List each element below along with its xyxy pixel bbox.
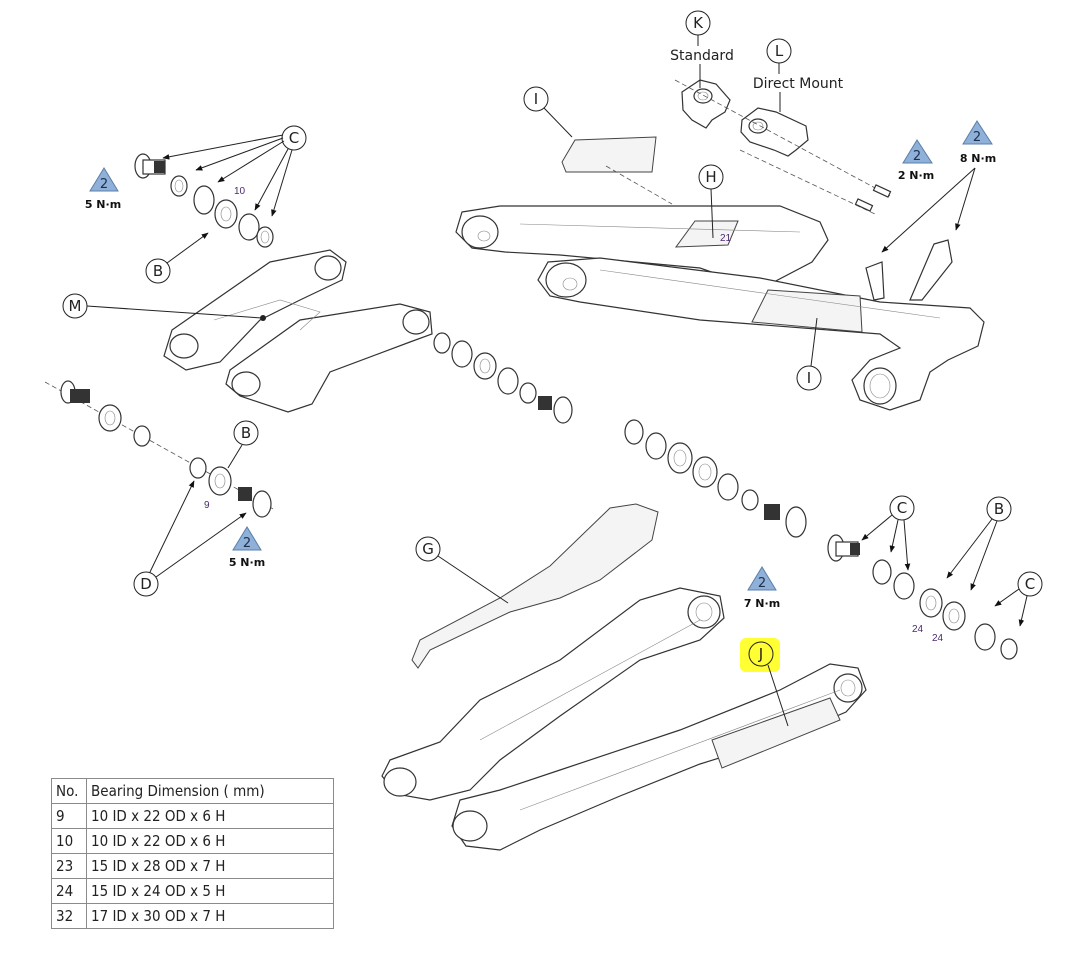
table-row: 9 10 ID x 22 OD x 6 H bbox=[51, 803, 334, 829]
part-number-9: 9 bbox=[204, 500, 210, 511]
svg-text:8 N·m: 8 N·m bbox=[960, 152, 996, 165]
callout-i-right: I bbox=[796, 317, 822, 391]
sticker-i-top: I bbox=[523, 86, 673, 205]
hanger-bolt bbox=[854, 184, 892, 212]
svg-text:B: B bbox=[153, 262, 163, 280]
callout-j: J bbox=[740, 638, 789, 727]
cell-dimension: 17 ID x 30 OD x 7 H bbox=[86, 903, 334, 929]
svg-text:2: 2 bbox=[758, 576, 766, 591]
callout-b-right: B bbox=[946, 496, 1012, 591]
callout-c-top: C bbox=[162, 125, 307, 217]
part-number-10: 10 bbox=[234, 186, 246, 197]
hex-key-triangle bbox=[902, 139, 933, 164]
callout-c-right: C bbox=[861, 495, 915, 571]
torque-7nm: 2 7 N·m bbox=[744, 566, 780, 610]
callout-d: D bbox=[133, 480, 247, 597]
hex-key-triangle bbox=[962, 120, 993, 145]
svg-text:2: 2 bbox=[243, 536, 251, 551]
pivot-hardware-left bbox=[44, 380, 276, 518]
callout-k: K Standard bbox=[670, 10, 734, 88]
svg-text:K: K bbox=[693, 14, 704, 32]
callout-c-far: C bbox=[994, 571, 1043, 627]
rocker-link bbox=[163, 249, 433, 413]
callout-l: L Direct Mount bbox=[753, 38, 844, 112]
bearing-dimension-table: No. Bearing Dimension ( mm) 9 10 ID x 22… bbox=[51, 778, 334, 929]
table-header-row: No. Bearing Dimension ( mm) bbox=[51, 778, 334, 804]
svg-text:L: L bbox=[775, 42, 784, 60]
cell-no: 9 bbox=[51, 803, 87, 829]
torque-5nm-top: 2 5 N·m bbox=[85, 167, 121, 211]
svg-text:C: C bbox=[897, 499, 907, 517]
callout-b-top: B bbox=[145, 232, 209, 284]
svg-text:2: 2 bbox=[973, 130, 981, 145]
table-row: 10 10 ID x 22 OD x 6 H bbox=[51, 828, 334, 854]
hanger-direct-mount bbox=[740, 107, 809, 157]
part-number-21: 21 bbox=[720, 233, 732, 244]
svg-text:5 N·m: 5 N·m bbox=[229, 556, 265, 569]
cell-no: 24 bbox=[51, 878, 87, 904]
svg-text:C: C bbox=[1025, 575, 1035, 593]
svg-text:2: 2 bbox=[913, 149, 921, 164]
svg-text:J: J bbox=[758, 645, 763, 663]
label-standard: Standard bbox=[670, 48, 734, 64]
cell-dimension: 10 ID x 22 OD x 6 H bbox=[86, 803, 334, 829]
table-row: 32 17 ID x 30 OD x 7 H bbox=[51, 903, 334, 929]
cell-dimension: 15 ID x 28 OD x 7 H bbox=[86, 853, 334, 879]
svg-text:C: C bbox=[289, 129, 299, 147]
torque-8nm: 2 8 N·m bbox=[881, 120, 996, 253]
cell-dimension: 15 ID x 24 OD x 5 H bbox=[86, 878, 334, 904]
svg-text:7 N·m: 7 N·m bbox=[744, 597, 780, 610]
part-number-24a: 24 bbox=[912, 624, 924, 635]
svg-text:B: B bbox=[241, 424, 251, 442]
pivot-hardware-middle bbox=[433, 332, 573, 424]
header-no: No. bbox=[51, 778, 87, 804]
callout-b-mid: B bbox=[227, 420, 259, 469]
svg-text:I: I bbox=[807, 369, 811, 387]
header-bearing-dimension: Bearing Dimension ( mm) bbox=[86, 778, 334, 804]
pivot-hardware-top-left bbox=[134, 153, 274, 248]
svg-text:H: H bbox=[705, 168, 716, 186]
chainstay bbox=[381, 587, 867, 851]
svg-text:2: 2 bbox=[100, 177, 108, 192]
callout-m: M bbox=[62, 293, 263, 319]
svg-text:D: D bbox=[140, 575, 152, 593]
chainstay-protector: G bbox=[411, 503, 659, 669]
torque-2nm: 2 2 N·m bbox=[898, 139, 934, 182]
svg-text:G: G bbox=[422, 540, 434, 558]
pivot-hardware-main bbox=[624, 419, 807, 538]
cell-no: 32 bbox=[51, 903, 87, 929]
cell-dimension: 10 ID x 22 OD x 6 H bbox=[86, 828, 334, 854]
cell-no: 10 bbox=[51, 828, 87, 854]
hex-key-triangle bbox=[89, 167, 119, 192]
svg-text:5 N·m: 5 N·m bbox=[85, 198, 121, 211]
label-direct-mount: Direct Mount bbox=[753, 76, 844, 92]
hex-key-triangle bbox=[232, 526, 262, 551]
cell-no: 23 bbox=[51, 853, 87, 879]
table-row: 24 15 ID x 24 OD x 5 H bbox=[51, 878, 334, 904]
hanger-standard bbox=[681, 79, 731, 129]
callout-h: H 21 bbox=[698, 164, 732, 244]
svg-text:2 N·m: 2 N·m bbox=[898, 169, 934, 182]
part-number-24b: 24 bbox=[932, 633, 944, 644]
torque-5nm-left: 2 5 N·m bbox=[229, 526, 265, 569]
table-row: 23 15 ID x 28 OD x 7 H bbox=[51, 853, 334, 879]
seatstay-swingarm bbox=[455, 205, 985, 411]
pivot-hardware-far-right bbox=[827, 534, 1018, 660]
svg-text:B: B bbox=[994, 500, 1004, 518]
hex-key-triangle bbox=[747, 566, 777, 591]
svg-text:M: M bbox=[69, 297, 82, 315]
svg-text:I: I bbox=[534, 90, 538, 108]
